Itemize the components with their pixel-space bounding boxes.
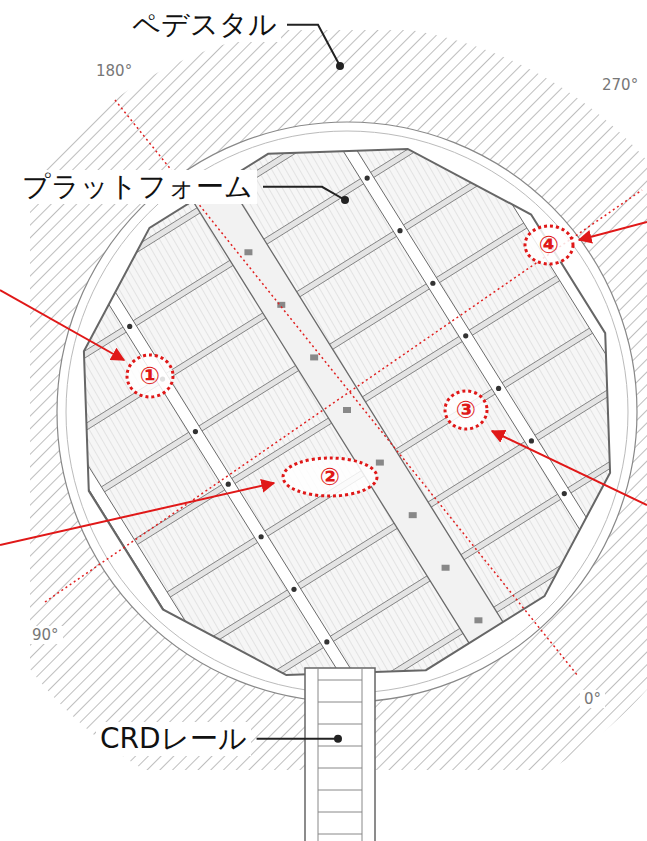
cross-bar — [58, 196, 570, 519]
crd-rail-rung — [318, 702, 362, 703]
platform-edge — [84, 149, 610, 675]
leader-line — [257, 738, 338, 740]
crd-rail-body — [305, 668, 375, 841]
leader-lines — [257, 25, 349, 743]
pedestal-wall — [30, 30, 647, 770]
beam-joint — [562, 491, 567, 496]
beam-joint — [376, 460, 384, 466]
beam-joint — [595, 544, 600, 549]
beam-joint — [343, 407, 351, 413]
beam-joint — [193, 429, 198, 434]
callout-arrow — [0, 290, 124, 360]
crd-rail-rungs — [318, 680, 362, 834]
beam-joint — [474, 617, 482, 623]
crd-rail-line — [318, 668, 319, 841]
beam-joint — [496, 386, 501, 391]
cross-bar — [0, 91, 504, 414]
callout-number: ① — [125, 353, 175, 388]
beam-joint — [409, 512, 417, 518]
beam-joint — [430, 281, 435, 286]
crd-rail-rung — [318, 812, 362, 813]
crd-rail-rung — [318, 768, 362, 769]
crd-rail-rung — [318, 680, 362, 681]
beam-joint — [310, 354, 318, 360]
beam-joint — [324, 639, 329, 644]
beam-joint — [94, 271, 99, 276]
pedestal-inner-ring — [66, 131, 628, 693]
crd-rail-line — [362, 668, 363, 841]
crd-rail — [305, 668, 375, 841]
beam-joint — [529, 438, 534, 443]
beam-joint — [365, 175, 370, 180]
part-label: プラットフォーム — [18, 170, 257, 204]
angle-label: 90° — [28, 626, 63, 644]
axis-line — [45, 190, 642, 602]
cross-bar — [190, 406, 647, 729]
beam-joint — [442, 565, 450, 571]
beam-joint — [291, 587, 296, 592]
beam-joint — [127, 324, 132, 329]
part-label: CRDレール — [96, 722, 251, 756]
callout-number: ② — [281, 456, 379, 489]
crd-rail-rung — [318, 790, 362, 791]
callout-number: ④ — [523, 224, 575, 257]
crd-rail-rung — [318, 724, 362, 725]
leader-dot — [336, 62, 344, 70]
central-beam — [155, 120, 539, 701]
leader-line — [263, 187, 345, 200]
callout-ellipse: ④ — [523, 224, 575, 266]
beam-joint — [244, 249, 252, 255]
beam-joint — [397, 228, 402, 233]
beam-joint — [226, 482, 231, 487]
angle-label: 270° — [598, 76, 642, 94]
callout-arrow — [492, 431, 647, 505]
callout-arrows — [0, 222, 647, 545]
part-label: ペデスタル — [128, 8, 281, 42]
leader-dot — [334, 735, 342, 743]
cross-bar — [222, 459, 647, 782]
crd-rail-rung — [318, 746, 362, 747]
cross-bar — [91, 249, 603, 572]
callout-ellipse: ③ — [443, 389, 489, 431]
beam-joint — [463, 333, 468, 338]
angle-label: 0° — [580, 690, 605, 708]
crd-rail-rung — [318, 834, 362, 835]
side-beam — [0, 271, 305, 820]
callout-arrow — [0, 483, 274, 545]
callout-ellipse: ① — [125, 353, 175, 399]
pedestal-inner-wall — [57, 122, 637, 702]
beam-joint — [332, 123, 337, 128]
callout-ellipse: ② — [281, 456, 379, 498]
leader-dot — [341, 196, 349, 204]
beam-joint — [259, 534, 264, 539]
callout-arrow — [579, 222, 647, 240]
cross-bar — [0, 38, 472, 361]
leader-line — [287, 25, 340, 66]
side-beam — [291, 61, 640, 610]
callout-number: ③ — [443, 389, 489, 422]
angle-label: 180° — [92, 62, 136, 80]
